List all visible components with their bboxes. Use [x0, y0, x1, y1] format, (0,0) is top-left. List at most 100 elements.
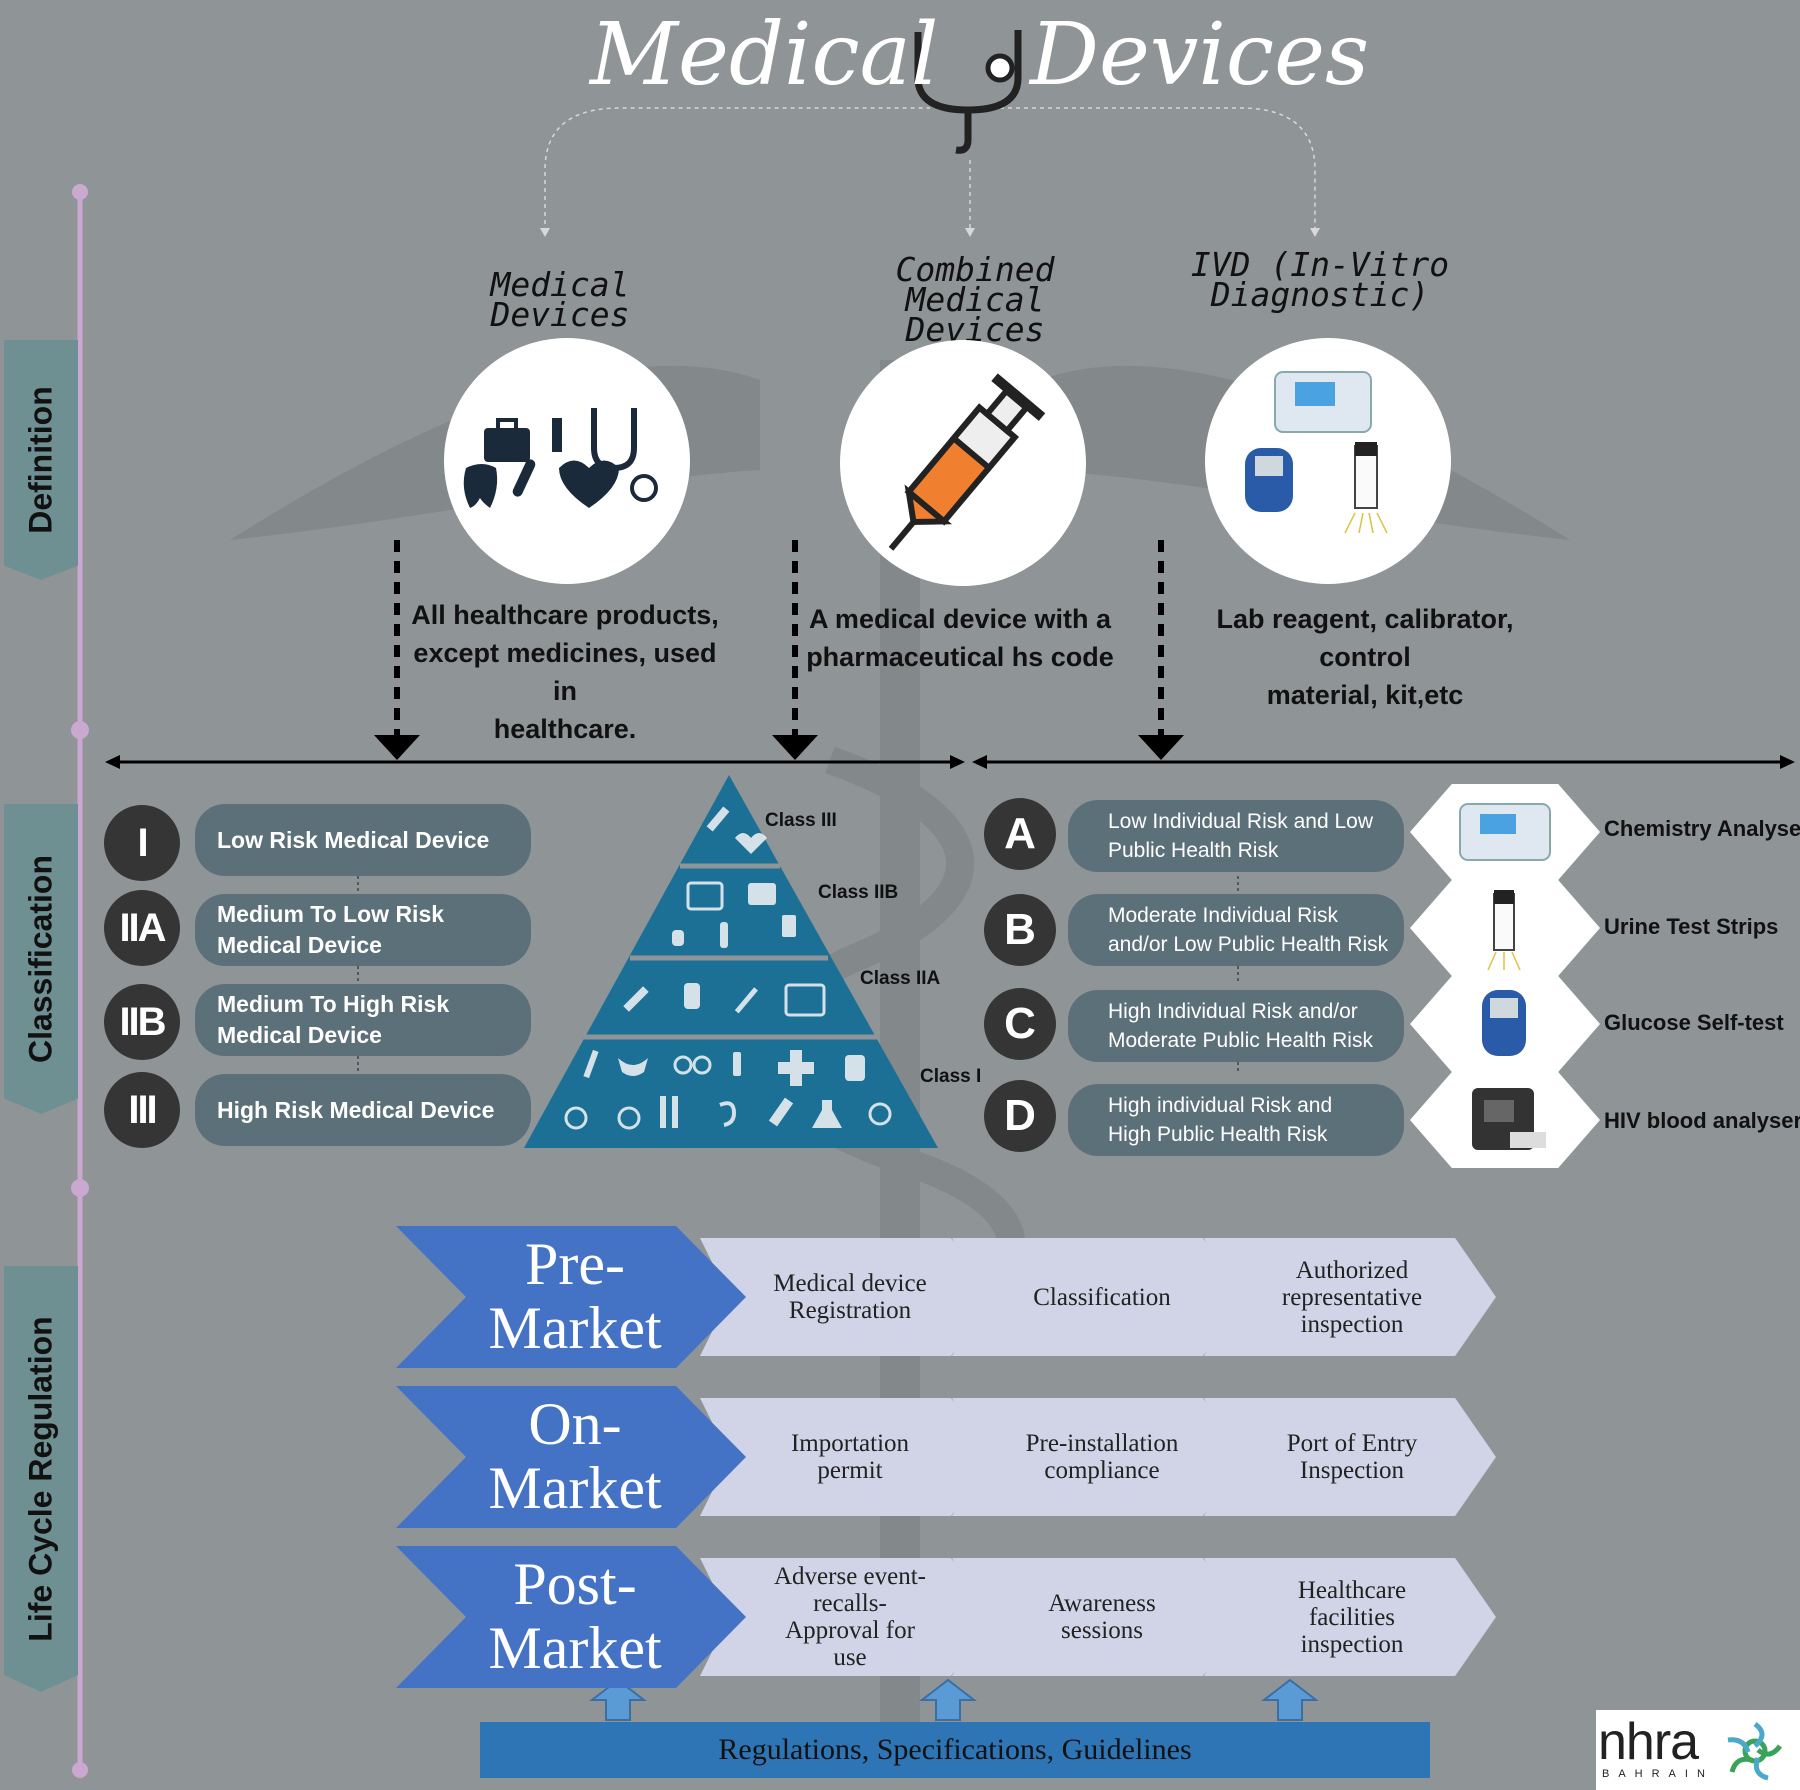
- pyramid-device-icons: [564, 806, 892, 1130]
- definition-line: All healthcare products,: [411, 600, 719, 630]
- medical-equipment-icon: [463, 408, 658, 508]
- stage-label-post-market: Post- Market: [460, 1552, 690, 1680]
- step-line: Adverse event-: [773, 1563, 926, 1590]
- category-title-line: IVD (In-Vitro: [1190, 245, 1450, 284]
- definition-medical-devices: All healthcare products, except medicine…: [400, 596, 730, 748]
- category-title-ivd: IVD (In-Vitro Diagnostic): [1180, 245, 1460, 314]
- section-tab-classification: Classification: [4, 804, 78, 1114]
- step-arrow: [952, 1238, 1244, 1356]
- ivd-pill-line: and/or Low Public Health Risk: [1108, 933, 1389, 956]
- stage-label-line: On-: [528, 1391, 622, 1457]
- ivd-badge-c: C: [984, 988, 1056, 1060]
- pyramid-label-class-iia: Class IIA: [860, 968, 941, 989]
- section-tab-lifecycle: Life Cycle Regulation: [4, 1266, 78, 1692]
- title-connectors: [544, 107, 1316, 232]
- definition-line: Lab reagent, calibrator, control: [1216, 604, 1514, 672]
- class-badge-i: I: [104, 805, 180, 881]
- syringe-icon: [888, 373, 1046, 551]
- section-label-lifecycle: Life Cycle Regulation: [22, 1316, 59, 1642]
- category-title-line: Medical Devices: [490, 265, 630, 334]
- step-line: Awareness: [1048, 1590, 1156, 1617]
- ivd-badge-b: B: [984, 894, 1056, 966]
- stage-label-line: Post-: [513, 1551, 637, 1617]
- ivd-badge-a: A: [984, 798, 1056, 870]
- category-title-line: Diagnostic): [1210, 275, 1430, 314]
- step-line: Importation: [790, 1430, 910, 1457]
- step-arrow: [1204, 1558, 1496, 1676]
- ivd-pill-line: Public Health Risk: [1108, 839, 1279, 862]
- class-pill-iii: High Risk Medical Device: [195, 1074, 531, 1146]
- section-label-definition: Definition: [22, 386, 59, 534]
- category-title-line: Medical Devices: [905, 280, 1045, 349]
- step-arrow: [1204, 1398, 1496, 1516]
- hiv-analyser-icon: [1410, 1072, 1600, 1168]
- step-line: recalls-: [813, 1590, 887, 1617]
- regulations-bar: Regulations, Specifications, Guidelines: [480, 1722, 1430, 1778]
- definition-ivd: Lab reagent, calibrator, control materia…: [1170, 600, 1560, 714]
- pyramid-label-class-iii: Class III: [765, 810, 837, 831]
- step-line: permit: [817, 1457, 883, 1484]
- lab-analyzer-icon: [1245, 371, 1388, 534]
- step-line: Medical device: [773, 1270, 927, 1297]
- title-word-medical: Medical: [590, 5, 939, 105]
- syringe-circle: [840, 340, 1086, 586]
- step-arrow: [1204, 1238, 1496, 1356]
- definition-line: healthcare.: [493, 714, 637, 744]
- urine-strips-icon: [1410, 880, 1600, 976]
- stethoscope-icon: [914, 30, 1022, 154]
- ivd-pill-line: High Individual Risk and/or: [1108, 1000, 1358, 1023]
- ivd-pill-line: Moderate Individual Risk: [1108, 904, 1338, 927]
- step-line: inspection: [1300, 1630, 1404, 1658]
- class-pill-iib: Medium To High Risk Medical Device: [195, 984, 531, 1056]
- stage-label-on-market: On- Market: [460, 1392, 690, 1520]
- step-classification: Classification: [1002, 1242, 1202, 1352]
- category-title-combined: Combined Medical Devices: [830, 253, 1120, 349]
- definition-line: pharmaceutical hs code: [806, 642, 1114, 672]
- step-line: Pre-installation: [1025, 1430, 1179, 1457]
- page-title: Medical Devices: [580, 0, 1369, 120]
- ivd-pill-line: High Public Health Risk: [1108, 1123, 1328, 1146]
- step-line: Registration: [788, 1297, 912, 1324]
- stage-label-line: Market: [488, 1455, 662, 1521]
- class-pill-iia: Medium To Low Risk Medical Device: [195, 894, 531, 966]
- nhra-flower-icon: [1727, 1721, 1783, 1781]
- stage-label-line: Market: [488, 1295, 662, 1361]
- step-arrow: [700, 1238, 992, 1356]
- definition-combined: A medical device with a pharmaceutical h…: [805, 600, 1115, 676]
- class-badge-iib: IIB: [104, 984, 180, 1060]
- stage-label-pre-market: Pre- Market: [460, 1232, 690, 1360]
- step-line: Port of Entry: [1286, 1430, 1418, 1457]
- pyramid-label-class-iib: Class IIB: [818, 882, 899, 903]
- section-label-classification: Classification: [22, 854, 59, 1064]
- class-badge-iia: IIA: [104, 890, 180, 966]
- ivd-pill-line: Low Individual Risk and Low: [1108, 810, 1373, 833]
- stethoscope-chestpiece-icon: [985, 53, 1015, 83]
- ivd-pill-line: High individual Risk and: [1108, 1094, 1333, 1117]
- logo-text: nhra: [1598, 1713, 1699, 1771]
- step-line: use: [833, 1644, 867, 1671]
- step-line: compliance: [1044, 1457, 1160, 1484]
- nhra-logo: nhra BAHRAIN: [1596, 1710, 1800, 1790]
- step-line: sessions: [1061, 1617, 1143, 1644]
- logo-subtext: BAHRAIN: [1602, 1768, 1714, 1780]
- left-timeline: [71, 184, 89, 1778]
- definition-line: A medical device with a: [808, 604, 1112, 634]
- example-chemistry-analyser: Chemistry Analyser: [1604, 816, 1800, 841]
- step-line: Healthcare: [1297, 1576, 1407, 1604]
- title-word-devices: Devices: [1030, 5, 1370, 105]
- ivd-badge-d: D: [984, 1080, 1056, 1152]
- pyramid-label-class-i: Class I: [920, 1066, 982, 1087]
- step-arrow: [700, 1558, 992, 1676]
- support-arrows: [589, 1678, 1319, 1721]
- chemistry-analyser-icon: [1410, 784, 1600, 880]
- step-line: Approval for: [785, 1617, 915, 1644]
